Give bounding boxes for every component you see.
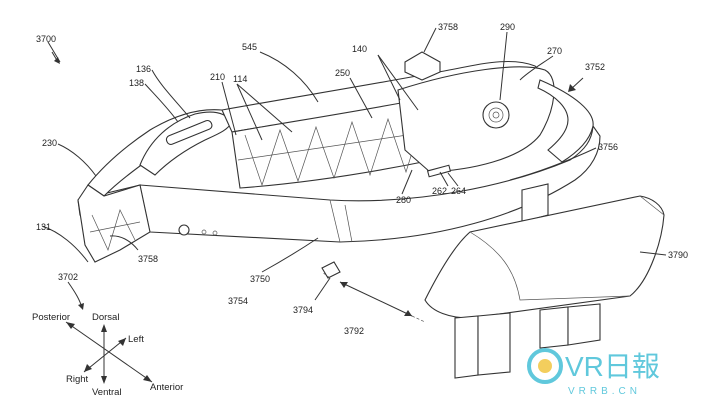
- top-tab: [404, 51, 441, 81]
- leader-lines: [41, 27, 667, 273]
- label-138: 138: [129, 78, 144, 88]
- pad-post-1: [454, 315, 479, 379]
- label-3752: 3752: [585, 62, 605, 72]
- label-3790: 3790: [668, 250, 688, 260]
- label-545: 545: [242, 42, 257, 52]
- pad-post-4: [567, 303, 601, 346]
- pad-post-3: [539, 306, 569, 349]
- label-3758-top: 3758: [438, 22, 458, 32]
- dir-dorsal: Dorsal: [92, 312, 119, 323]
- label-270: 270: [547, 46, 562, 56]
- label-136: 136: [136, 64, 151, 74]
- label-3754: 3754: [228, 296, 248, 306]
- strap-slot: [165, 119, 213, 145]
- label-3794: 3794: [293, 305, 313, 315]
- shell-front-band: [77, 124, 601, 243]
- label-3756: 3756: [598, 142, 618, 152]
- vr-logo-icon: [527, 348, 563, 384]
- connector-262: [426, 164, 452, 178]
- label-3792: 3792: [344, 326, 364, 336]
- front-module: [397, 66, 555, 173]
- label-3700: 3700: [36, 34, 56, 44]
- watermark-brand: VR日報: [565, 351, 660, 382]
- pad-post-2: [477, 312, 511, 376]
- headset-housing: [77, 51, 601, 263]
- label-114: 114: [233, 74, 247, 84]
- dimension-3792: [321, 271, 426, 323]
- dir-posterior: Posterior: [32, 312, 70, 323]
- label-140: 140: [352, 44, 367, 54]
- label-3758-bottom: 3758: [138, 254, 158, 264]
- hinge-131: [77, 184, 151, 263]
- label-3702: 3702: [58, 272, 78, 282]
- dir-ventral: Ventral: [92, 387, 122, 398]
- label-290: 290: [500, 22, 515, 32]
- face-pad-3790: [424, 195, 665, 379]
- label-3750: 3750: [250, 274, 270, 284]
- dir-anterior: Anterior: [150, 382, 183, 393]
- visor: [537, 79, 594, 163]
- dir-left: Left: [128, 334, 144, 345]
- label-230: 230: [42, 138, 57, 148]
- direction-compass: Posterior Dorsal Left Right Ventral Ante…: [32, 312, 183, 398]
- label-264: 264: [451, 186, 466, 196]
- watermark-sub: VRRB.CN: [568, 386, 641, 397]
- label-262: 262: [432, 186, 447, 196]
- label-210: 210: [210, 72, 225, 82]
- label-250: 250: [335, 68, 350, 78]
- datum-3794: [314, 261, 341, 301]
- band-hole: [178, 224, 190, 236]
- reference-numerals: 3700 136 138 210 114 545 140 250 3758 29…: [36, 22, 688, 336]
- label-280: 280: [396, 195, 411, 205]
- dir-right: Right: [66, 374, 89, 385]
- hinge-truss: [89, 209, 141, 251]
- sensor-290: [482, 101, 510, 129]
- strap-bracket: [139, 111, 233, 176]
- watermark: VR日報 VRRB.CN: [527, 348, 660, 397]
- label-131: 131: [36, 222, 51, 232]
